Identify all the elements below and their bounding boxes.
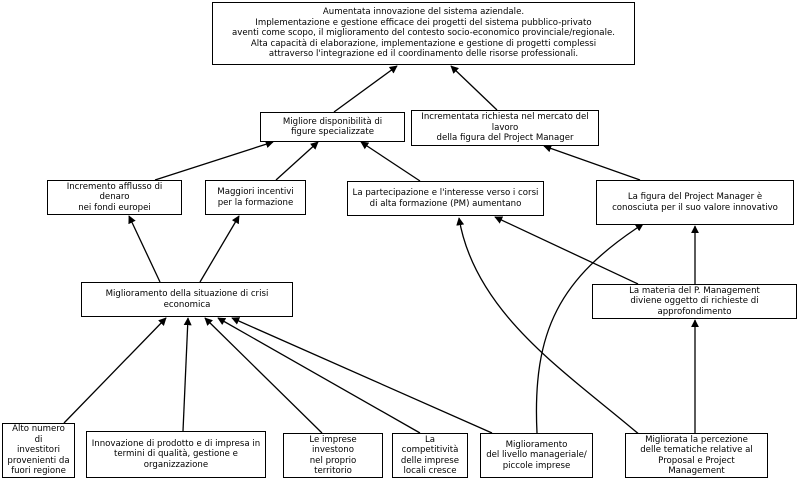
arrow-investono-to-crisi [204, 317, 323, 434]
arrow-innovazione-to-crisi [182, 317, 192, 432]
node-crisi-economica: Miglioramento della situazione di crisi … [81, 282, 293, 317]
arrow-percezione-to-partecipazione [456, 217, 642, 437]
node-investitori: Alto numero di investitori provenienti d… [2, 423, 75, 478]
arrow-fondi-to-figure [154, 140, 274, 181]
arrow-crisi-to-fondi [128, 215, 161, 283]
arrow-materia-to-partecipazione [494, 216, 639, 285]
arrow-figure-to-top [333, 65, 398, 113]
node-competitivita: La competitività delle imprese locali cr… [392, 433, 468, 478]
node-materia-pm: La materia del P. Management diviene ogg… [592, 284, 797, 319]
arrow-pmconosciuta-to-richiesta [543, 144, 641, 181]
node-innovazione-prodotto: Innovazione di prodotto e di impresa in … [86, 431, 266, 478]
node-top-goal: Aumentata innovazione del sistema aziend… [212, 2, 635, 65]
node-partecipazione-corsi: La partecipazione e l'interesse verso i … [347, 181, 544, 216]
node-pm-conosciuta: La figura del Project Manager è conosciu… [596, 180, 794, 225]
node-percezione-proposal: Migliorata la percezione delle tematiche… [625, 433, 768, 478]
arrow-incentivi-to-figure [275, 141, 319, 181]
arrow-crisi-to-incentivi [199, 215, 240, 283]
arrow-richiesta-to-top [450, 65, 498, 111]
arrow-investitori-to-crisi [63, 317, 167, 424]
arrow-manageriale-to-crisi [231, 317, 493, 434]
node-fondi-europei: Incremento afflusso di denaro nei fondi … [47, 180, 182, 215]
node-imprese-investono: Le imprese investono nel proprio territo… [283, 433, 383, 478]
arrow-manageriale-to-pmconosciuta [535, 223, 644, 434]
arrow-competitivita-to-crisi [217, 317, 421, 434]
node-richiesta-pm: Incrementata richiesta nel mercato del l… [411, 110, 599, 146]
arrow-partecipazione-to-figure [360, 141, 421, 182]
node-incentivi-formazione: Maggiori incentivi per la formazione [205, 180, 306, 215]
node-figure-specializzate: Migliore disponibilità di figure special… [260, 112, 405, 142]
node-livello-manageriale: Miglioramento del livello manageriale/ p… [480, 433, 593, 478]
